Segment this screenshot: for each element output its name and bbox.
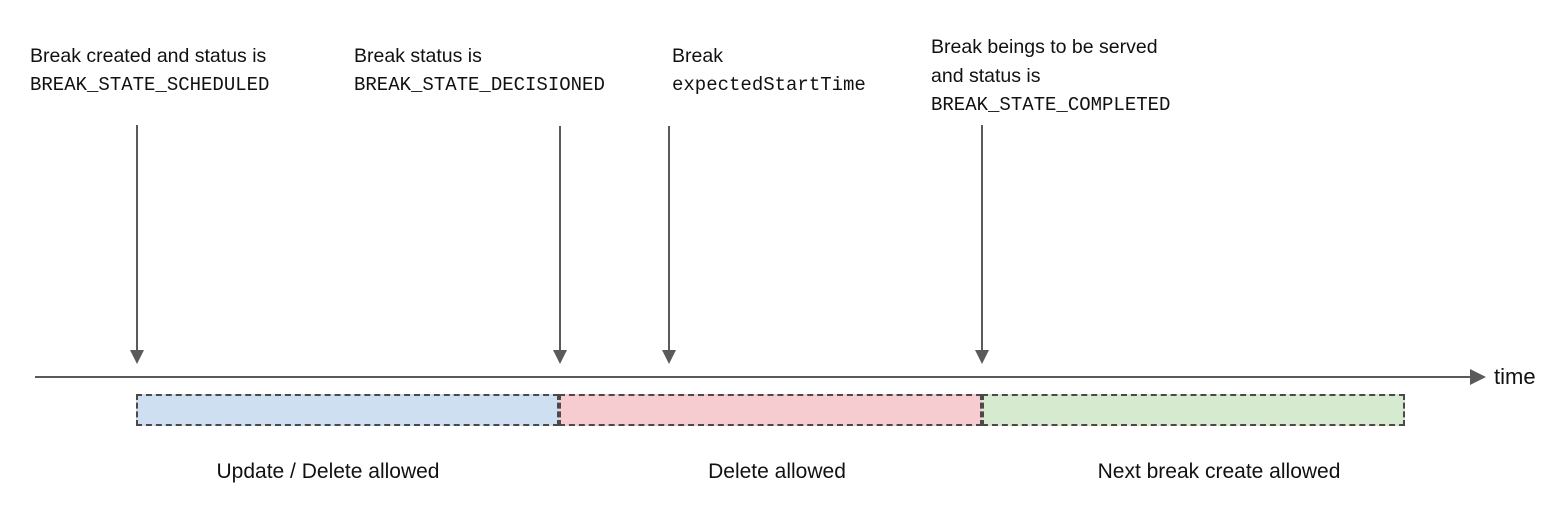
arrow-head-icon bbox=[130, 350, 144, 364]
annotation-line-state: BREAK_STATE_COMPLETED bbox=[931, 94, 1171, 116]
event-arrow-break-completed bbox=[974, 125, 990, 364]
annotation-break-created: Break created and status is BREAK_STATE_… bbox=[30, 42, 269, 100]
time-axis-label: time bbox=[1494, 364, 1536, 389]
arrow-shaft bbox=[559, 126, 561, 351]
phase-band-update-delete-allowed bbox=[136, 394, 559, 426]
annotation-line-field: expectedStartTime bbox=[672, 74, 866, 96]
event-arrow-break-created bbox=[129, 125, 145, 364]
annotation-line: Break created and status is bbox=[30, 45, 267, 67]
arrow-head-icon bbox=[662, 350, 676, 364]
annotation-line: Break status is bbox=[354, 45, 482, 67]
annotation-line: and status is bbox=[931, 65, 1041, 87]
arrow-head-icon bbox=[553, 350, 567, 364]
annotation-break-decisioned: Break status is BREAK_STATE_DECISIONED bbox=[354, 42, 605, 100]
event-arrow-expected-start-time bbox=[661, 126, 677, 364]
phase-band-next-break-create-allowed bbox=[982, 394, 1405, 426]
annotation-line-state: BREAK_STATE_SCHEDULED bbox=[30, 74, 270, 96]
annotation-line-state: BREAK_STATE_DECISIONED bbox=[354, 74, 605, 96]
arrow-shaft bbox=[136, 125, 138, 351]
phase-caption-delete-allowed: Delete allowed bbox=[708, 460, 846, 483]
arrow-shaft bbox=[668, 126, 670, 351]
annotation-break-completed: Break beings to be served and status is … bbox=[931, 33, 1170, 120]
time-axis-arrow-icon bbox=[1470, 369, 1486, 385]
arrow-shaft bbox=[981, 125, 983, 351]
annotation-line: Break beings to be served bbox=[931, 36, 1158, 58]
annotation-expected-start-time: Break expectedStartTime bbox=[672, 42, 866, 100]
arrow-head-icon bbox=[975, 350, 989, 364]
phase-caption-update-delete-allowed: Update / Delete allowed bbox=[216, 460, 440, 483]
time-axis-line bbox=[35, 376, 1470, 378]
annotation-line: Break bbox=[672, 45, 723, 67]
event-arrow-break-decisioned bbox=[552, 126, 568, 364]
phase-band-delete-allowed bbox=[559, 394, 982, 426]
phase-caption-next-break-create-allowed: Next break create allowed bbox=[1097, 460, 1341, 483]
